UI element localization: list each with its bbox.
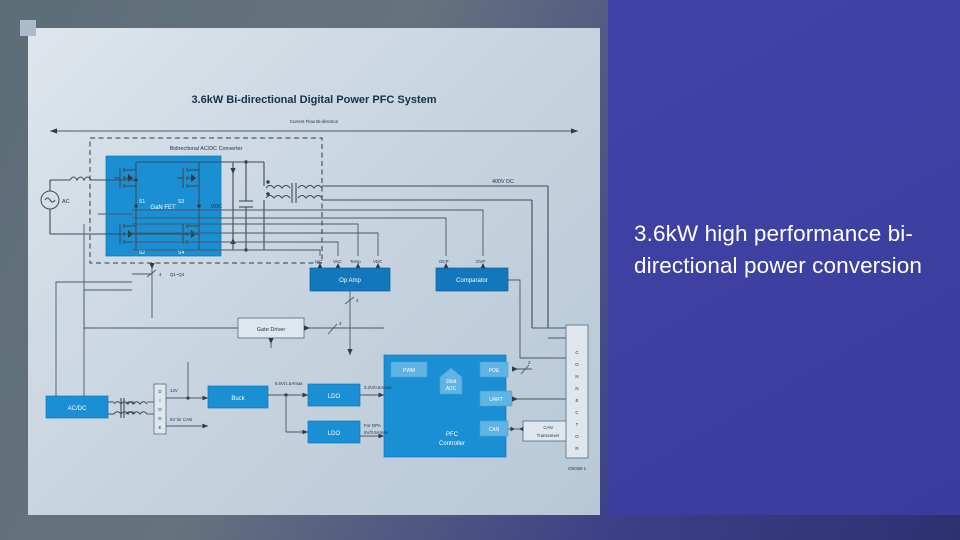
protection-label-ovp: OVP [476,259,485,264]
diode-letter-i: I [159,398,160,403]
can-block [479,420,509,437]
switch-label-s2: S2 [139,250,145,256]
connector-label-r: R [575,446,578,451]
diagram-title: 3.6kW Bi-directional Digital Power PFC S… [191,94,437,106]
rail-ldo2-out-label-line2: 5V/0.5Amax [364,430,389,435]
rail-ldo1-out-label: 3.3V/0.5Amax [364,385,392,390]
switch-label-s1: S1 [139,199,145,205]
buck-label: Buck [231,396,245,402]
diagram-card: 3.6kW Bi-directional Digital Power PFC S… [28,28,600,515]
adc-label-line1: 16bit [446,379,457,385]
sense-label-iac: IAC [315,259,322,264]
op-amp-bus-label: 4 [356,298,359,303]
rail-ldo2-out-label-line1: For OPA [364,423,381,428]
fet-symbol-s3 [177,162,200,194]
can-transceiver-block [522,420,574,442]
connector-label-t: T [576,422,579,427]
transformer-symbol [263,162,323,250]
comparator-block [435,267,509,292]
pwm-label: PWM [403,368,415,374]
ac-source [40,190,60,210]
ac-source-label: AC [62,199,70,205]
gate-driver-label: Gate Driver [257,327,286,333]
can-label: CAN [489,427,500,433]
slide-headline: 3.6kW high performance bi-directional po… [634,221,922,278]
current-flow-label: Current Flow Bi-direction [290,119,339,124]
connector-label-e: E [576,398,579,403]
diode-letter-e: E [159,425,162,430]
purple-accent-panel [608,0,960,515]
can-transceiver-label-line2: Transceiver [537,433,560,438]
rail-5v-can-label: 5V for CAN [170,417,192,422]
buck-block [207,385,269,409]
gan-fet-block [105,155,222,257]
ac-dc-block [45,395,109,419]
protection-label-ocp: OCP [439,259,449,264]
hv-rail-label: 400V DC [492,179,514,185]
ac-dc-label: AC/DC [68,406,87,412]
diode-letter-d2: D [158,416,161,421]
rail-12v-label: 12V [170,388,178,393]
gate-signal-label: Q1~Q4 [170,272,185,277]
adc-block [439,367,463,395]
adc-label-line2: ADC [446,386,457,392]
op-amp-label: Op Amp [339,278,361,284]
switch-label-s4: S4 [178,250,184,256]
connector-label-c2: C [575,410,578,415]
inductor-symbol [69,176,92,182]
pfc-controller-label-line2: Controller [439,441,465,447]
poe-label: POE [489,368,500,374]
connector-ref-label: CN02B-1 [568,466,587,471]
connector-label-o2: O [575,434,579,439]
connector-label-n1: N [575,374,578,379]
poe-block [479,361,509,378]
connector-block [565,324,589,459]
uart-label: UART [489,397,503,403]
gate-count-label: 4 [159,272,162,277]
connector-label-o1: O [575,362,579,367]
connector-label-c: C [575,350,578,355]
aux-transformer-symbol [108,398,148,418]
ldo-2-label: LDO [328,431,341,437]
sense-label-vac: VAC [333,259,342,264]
poe-bus-label: 2 [528,360,531,365]
block-diagram: Current Flow Bi-direction Bidirectional … [28,28,600,515]
sense-label-vdc: VDC [373,259,382,264]
decorative-corner-square [20,20,36,36]
comparator-label: Comparator [456,278,488,284]
rail-buck-out-label: 6.5V/1.5Amax [275,381,303,386]
pfc-controller-label-line1: PFC [446,432,459,438]
gan-fet-label: GaN FET [150,205,176,211]
ldo-2-block [307,420,361,444]
diode-letter-o: O [158,407,162,412]
connector-label-n2: N [575,386,578,391]
ldo-1-label: LDO [328,394,341,400]
diode-letter-d: D [158,389,161,394]
gate-driver-bus-label: 4 [339,321,342,326]
pwm-block [390,361,428,378]
converter-box-label: Bidirectional AC/DC Converter [170,146,243,152]
can-transceiver-label-line1: CAN [543,425,552,430]
sense-label-temp: Temp [350,259,361,264]
switch-label-s3: S3 [178,199,184,205]
diode-block [153,383,167,435]
vdc-label: VDC [211,204,222,210]
